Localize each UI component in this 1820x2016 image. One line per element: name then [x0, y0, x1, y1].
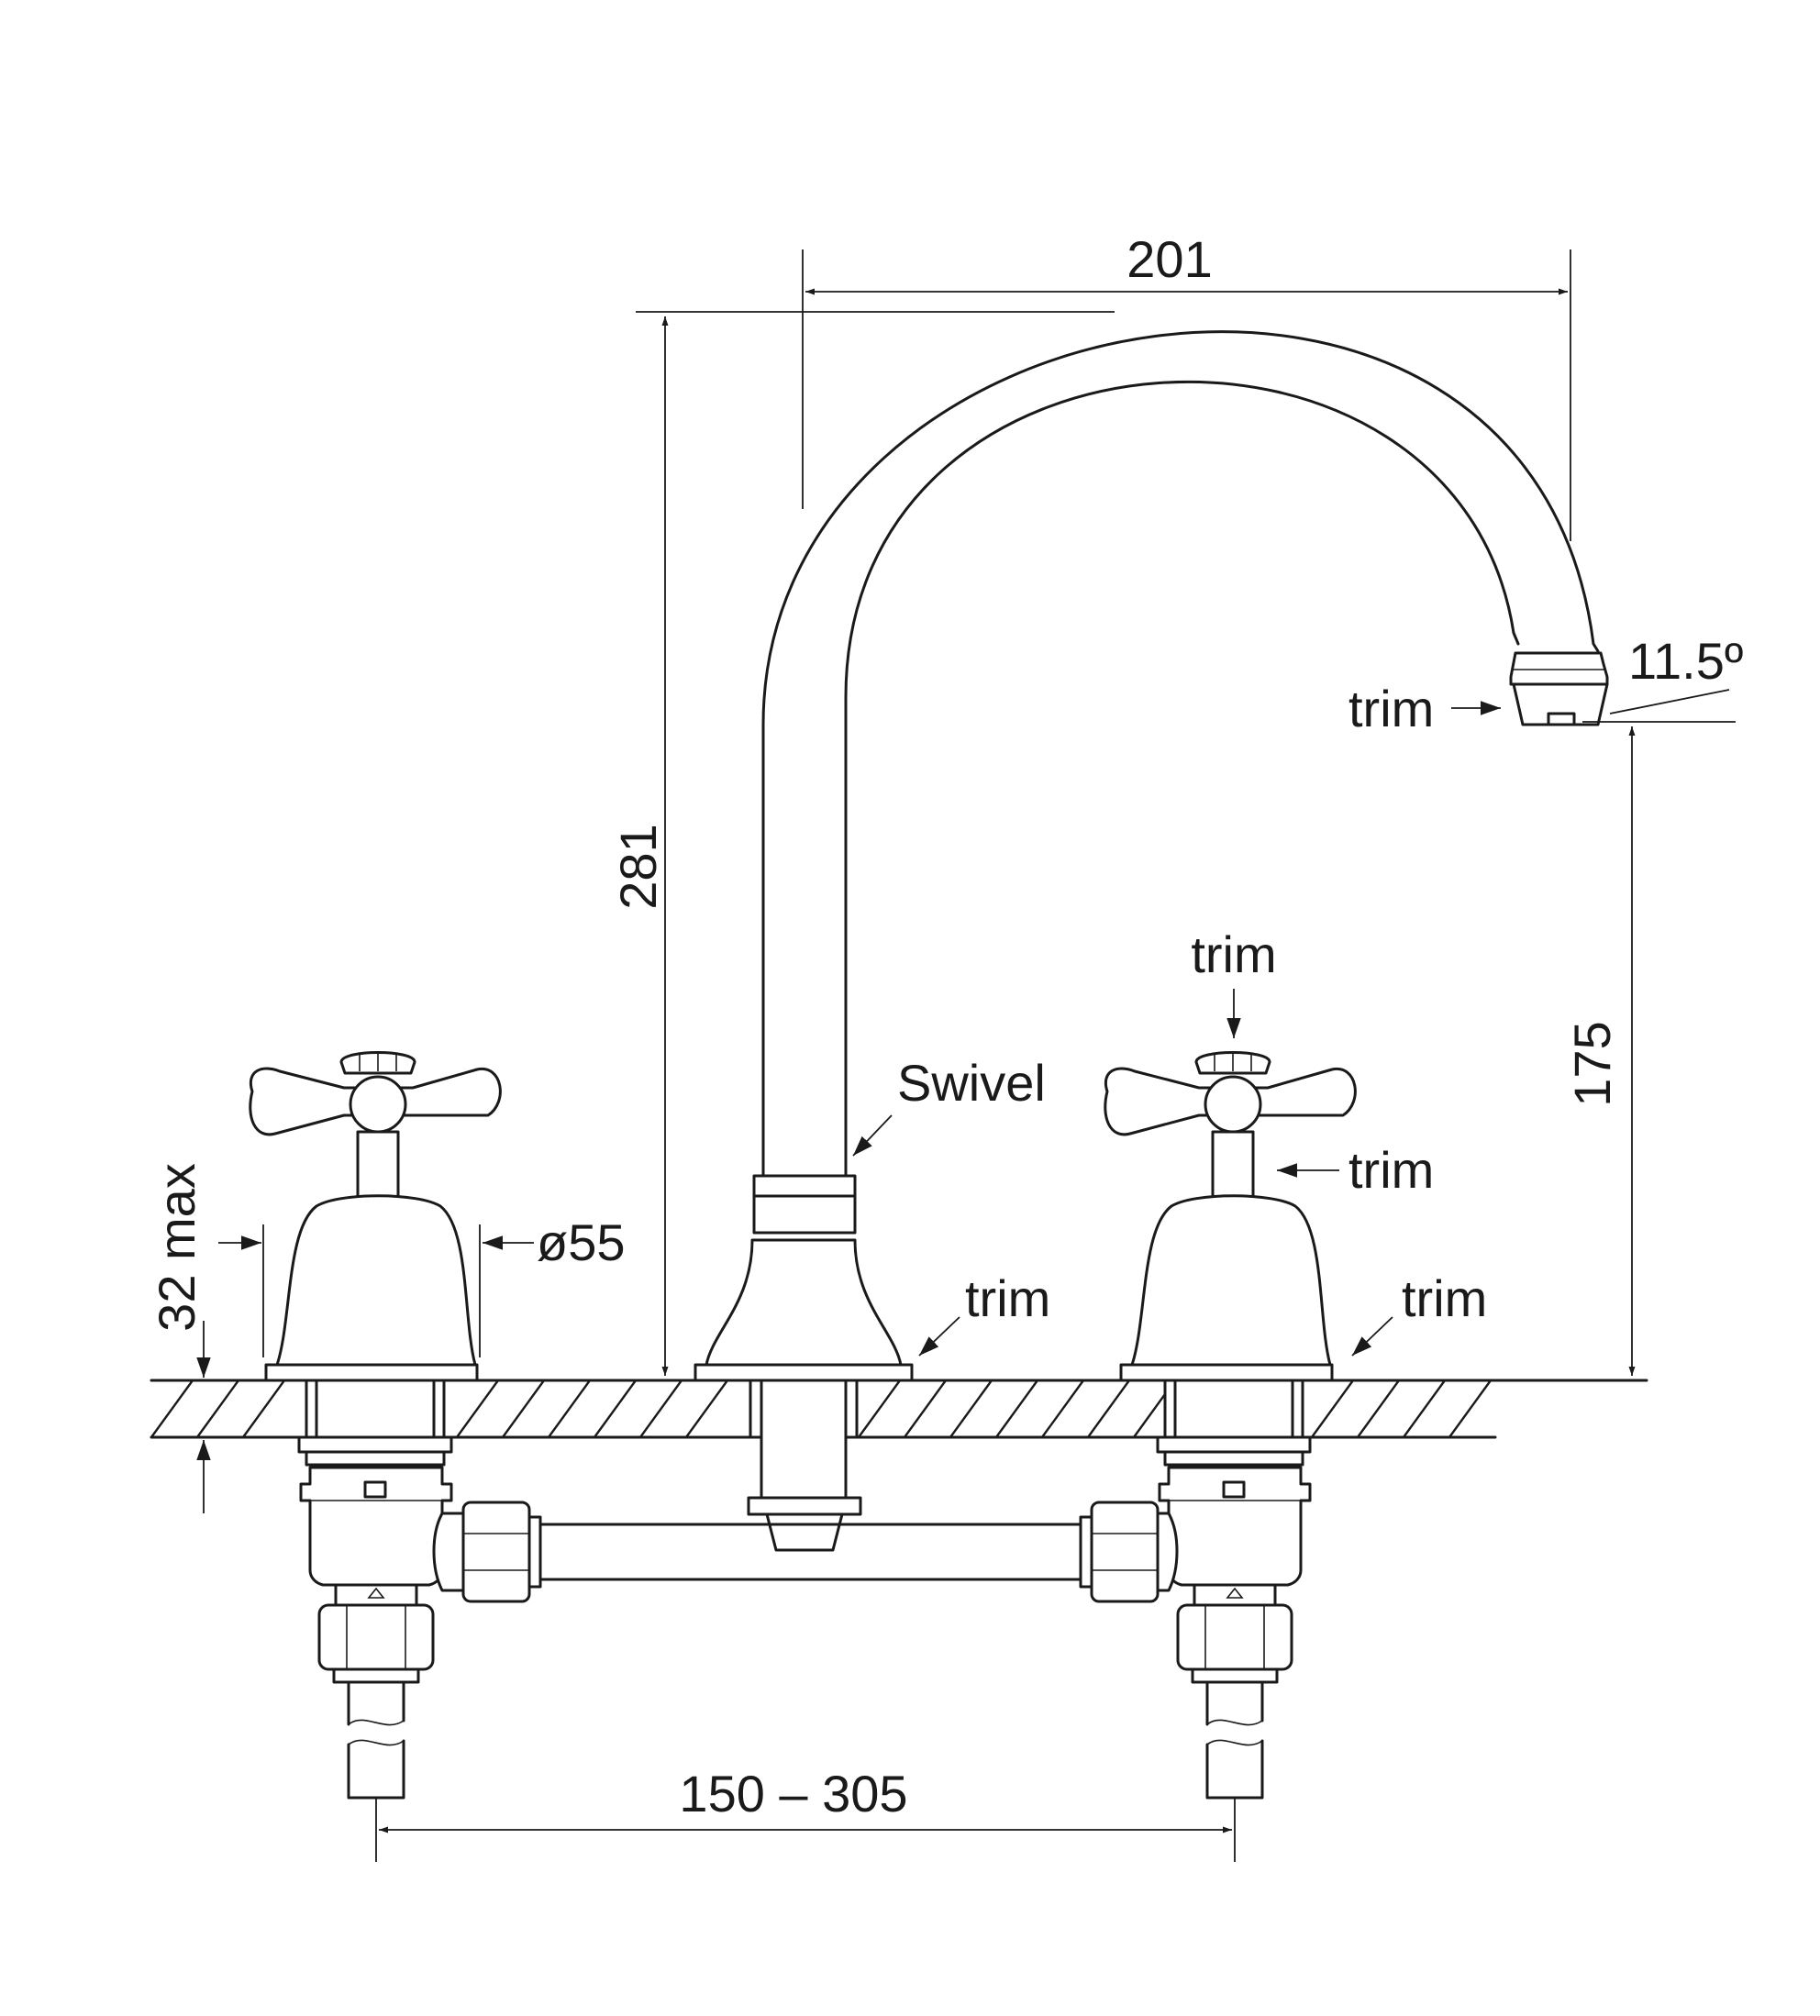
right-bell — [1130, 1194, 1332, 1367]
label-outlet-height: 175 — [1563, 1021, 1621, 1106]
left-inlet-nut — [317, 1603, 435, 1671]
left-pipe-nut — [461, 1501, 531, 1603]
label-trim-outlet: trim — [1348, 680, 1434, 737]
label-trim-stem: trim — [1348, 1141, 1434, 1199]
label-swivel: Swivel — [897, 1054, 1046, 1112]
spout-outer-contour — [761, 330, 1600, 1178]
trim-right-base-leader — [1351, 1316, 1393, 1357]
spout-inner-contour — [844, 380, 1520, 1178]
label-trim-right-base: trim — [1402, 1269, 1487, 1327]
dimension-outlet-height — [1582, 721, 1736, 1376]
spout-bell-base — [705, 1238, 903, 1367]
right-inlet-nut — [1176, 1603, 1293, 1671]
dimension-handle-diameter — [218, 1224, 534, 1357]
right-tap-handle — [1104, 1051, 1357, 1800]
spout-flange — [694, 1363, 914, 1382]
dimension-overall-height — [636, 311, 1115, 1376]
label-overall-height: 281 — [609, 824, 667, 909]
dimension-tap-centres — [375, 1798, 1236, 1862]
label-tap-centres: 150 – 305 — [679, 1765, 907, 1822]
spout-outlet — [1509, 651, 1609, 726]
label-handle-diameter: ø55 — [537, 1213, 626, 1271]
countertop-hatching — [150, 1379, 1492, 1438]
connecting-pipe — [461, 1501, 1160, 1603]
trim-spout-base-leader — [918, 1316, 960, 1357]
left-tap-handle — [249, 1051, 502, 1800]
left-bell — [275, 1194, 477, 1367]
swivel-leader — [852, 1114, 893, 1157]
label-trim-spout-base: trim — [965, 1269, 1050, 1327]
angle-reference-line — [1609, 689, 1730, 714]
label-spout-reach: 201 — [1126, 230, 1212, 288]
right-pipe-nut — [1090, 1501, 1160, 1603]
dimension-spout-reach — [802, 249, 1571, 541]
label-mounting-thickness: 32 max — [148, 1163, 205, 1332]
label-spout-angle: 11.5º — [1628, 632, 1743, 690]
spout-assembly — [694, 330, 1609, 1552]
swivel-collar — [752, 1174, 857, 1198]
label-trim-handle-top: trim — [1191, 925, 1276, 983]
